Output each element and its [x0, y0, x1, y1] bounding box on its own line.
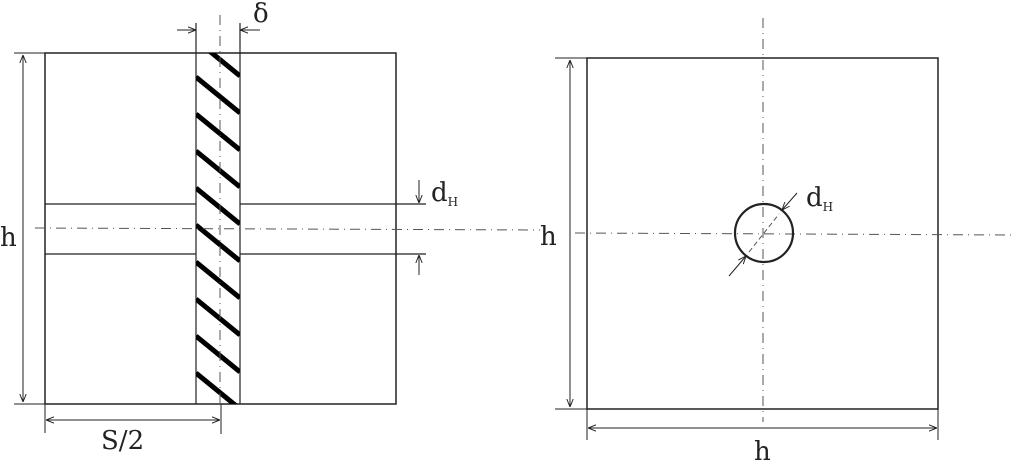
s2-label: S/2	[101, 426, 144, 456]
dh-arrow-upper	[782, 192, 798, 210]
horizontal-center-line	[34, 227, 541, 231]
hatch-line	[196, 410, 240, 446]
hatch-line	[196, 75, 240, 115]
hatch-line	[207, 53, 240, 78]
hatch-line	[196, 186, 240, 226]
h-label-bottom: h	[754, 437, 771, 464]
left-view	[14, 15, 541, 446]
h-label-left: h	[0, 223, 17, 253]
hatch-line	[196, 112, 240, 152]
horizontal-center-line-right	[574, 232, 1016, 236]
dh-label-left: dH	[431, 178, 458, 209]
h-label-right: h	[540, 222, 557, 252]
hatch-line	[196, 149, 240, 189]
hatch-line	[196, 297, 240, 337]
dh-label-right: dH	[806, 183, 833, 214]
right-view	[555, 18, 1016, 440]
delta-label: δ	[253, 0, 269, 29]
hatched-strip	[195, 23, 241, 446]
dh-arrow-lower	[728, 256, 746, 277]
hatch-line	[196, 223, 240, 263]
right-block-outline	[586, 57, 939, 410]
hole-diameter-line	[748, 213, 780, 253]
hatch-line	[196, 260, 240, 300]
hatch-line	[196, 371, 238, 404]
hole-circle	[733, 202, 795, 264]
hatch-line	[196, 334, 240, 374]
